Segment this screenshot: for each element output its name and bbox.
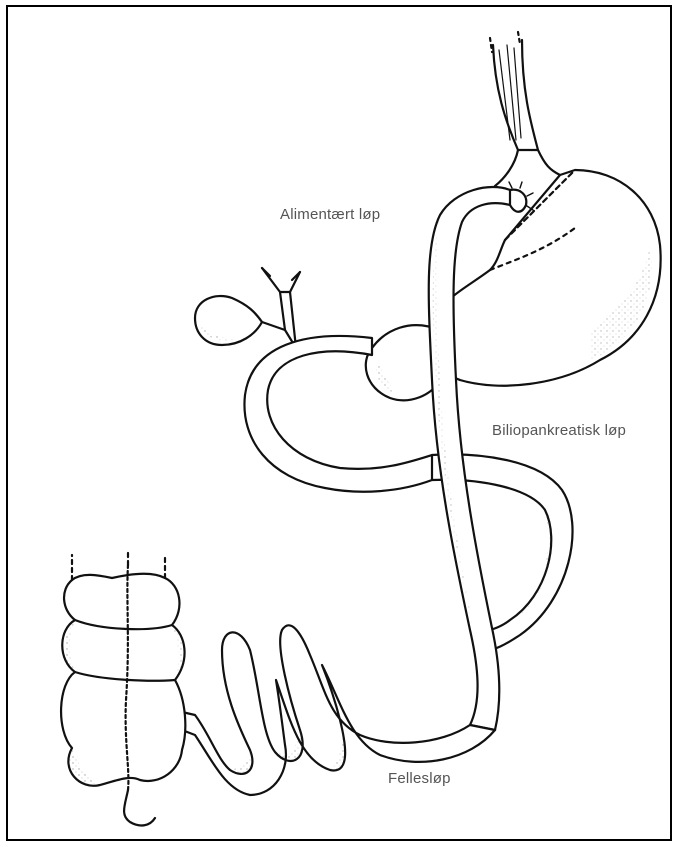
- alimentary-limb-label: Alimentært løp: [280, 206, 380, 223]
- common-channel-label: Fellesløp: [388, 770, 451, 787]
- colon: [61, 550, 185, 825]
- duodenum: [366, 325, 440, 400]
- biliopancreatic-limb-label: Biliopankreatisk løp: [492, 422, 626, 439]
- esophagus: [490, 32, 560, 186]
- gallbladder: [195, 268, 300, 348]
